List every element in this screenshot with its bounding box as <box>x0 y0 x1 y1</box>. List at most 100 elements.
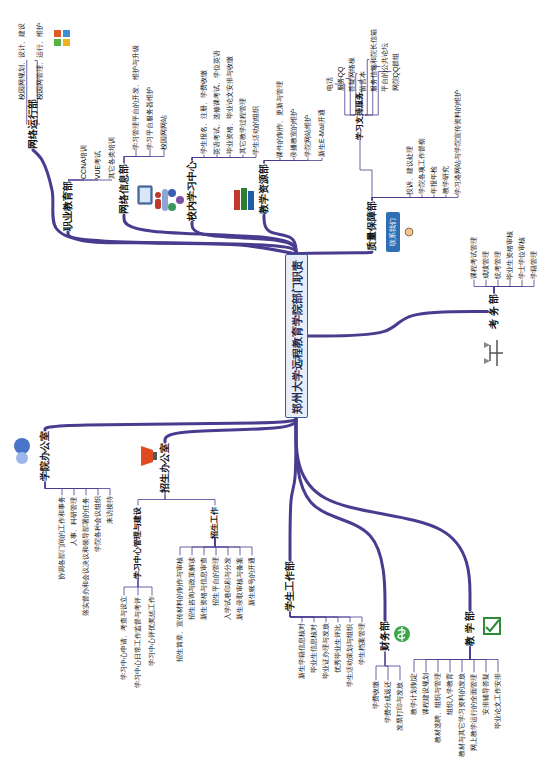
topic-item-text: 招生平台的管理 <box>212 556 220 605</box>
topic-item-text: 校园网管理、运行、维护 <box>36 22 44 99</box>
topic-item-text: 新生学籍信息核对 <box>298 623 306 679</box>
text-holder: 组织入学教育 <box>446 673 454 715</box>
branch-label-text: 网络运行部 <box>28 99 39 149</box>
branch-label-text: 招生办公室 <box>160 443 171 493</box>
topic-item: 学习中心申请、考查与设立 <box>119 595 129 681</box>
topic-item-text: 网院QQ群组 <box>392 52 400 91</box>
topic-item: 毕业证办理与发放 <box>321 622 331 680</box>
topic-line <box>192 539 215 555</box>
topic-item: 学籍管理 <box>529 250 539 280</box>
logo-block <box>54 39 61 46</box>
topic-item-text: 落实督办和会议决议和领导部署的任务 <box>82 496 90 615</box>
topic-line <box>450 647 470 672</box>
text-holder: 学习港网站与学院宣传资料的维护 <box>454 89 462 194</box>
text-holder: 新生账号的开通 <box>248 556 256 605</box>
text-holder: 网院QQ群组 <box>392 52 400 91</box>
topic-item: 学习港网站与学院宣传资料的维护 <box>453 88 463 195</box>
sub-branch-label-text: 招生工作 <box>210 506 219 538</box>
topic-item-text: 成绩管理 <box>482 251 490 279</box>
text-holder: 学生活动策划与组织 <box>346 623 354 686</box>
text-holder: 成绩管理 <box>482 251 490 279</box>
branch-label-text: 考 务 部 <box>489 294 500 329</box>
topic-item-text: 统考管理 <box>494 251 502 279</box>
topic-item-text: 电话 <box>326 77 334 91</box>
text-holder: 协调各部门间的工作和事务 <box>58 496 66 580</box>
topic-item: 毕业资格、毕业论文安排与收缴 <box>225 55 235 155</box>
sub-branch-label-text: 学习中心管理与建设 <box>133 506 142 578</box>
coin <box>394 626 410 642</box>
title-text: 郑州大学远程教育学院部门职责 <box>291 260 304 414</box>
text-holder: 答疑网络板 <box>348 56 356 91</box>
text-holder: 学士学位审核 <box>518 237 526 279</box>
topic-item: 投诉、建议处理 <box>405 144 415 195</box>
topic-item-text: 校园网网站 <box>160 114 168 149</box>
topic-item-text: 学习港网站与学院宣传资料的维护 <box>454 89 462 194</box>
topic-item-text: 优秀毕业生评比 <box>334 623 342 672</box>
text-holder: 新生学籍信息核对 <box>298 623 306 679</box>
branch-label: 教 学 部 <box>464 610 477 647</box>
topic-item-text: 人事、科研管理 <box>70 496 78 545</box>
icon-caption: 联系我们 <box>389 218 397 246</box>
money-icon <box>394 626 410 642</box>
topic-item-text: 招生简章、宣传材料的制作与审核 <box>176 556 184 661</box>
topic-item: 答疑网络板 <box>347 55 357 92</box>
text-holder: 学生活动的组织 <box>252 105 260 154</box>
topic-line <box>470 647 498 672</box>
topic-item: 其它各类培训 <box>107 136 117 180</box>
topic-item: 网院QQ群组 <box>391 51 401 92</box>
topic-item-text: 新生E-Mail开通 <box>318 109 326 157</box>
topic-line <box>180 539 215 555</box>
topic-item: 招生咨询与政策解读 <box>187 555 197 620</box>
text-holder: 校园网规划、设计、建设 <box>18 22 26 99</box>
branch-curve <box>296 418 385 620</box>
topic-line <box>385 652 400 680</box>
topic-item: CCNA培训 <box>79 144 89 180</box>
topic-item-text: 协调各部门间的工作和事务 <box>58 496 66 580</box>
text-holder: 录播教室的维护 <box>290 108 298 157</box>
text-holder: 学生档案管理 <box>358 623 366 665</box>
topic-item: 安排辅导答疑 <box>481 672 491 716</box>
text-holder: 投诉、建议处理 <box>406 145 414 194</box>
megaphone-cone <box>141 446 153 466</box>
branch-label-text: 教学资源部 <box>259 164 270 214</box>
megaphone-grip <box>153 452 157 460</box>
branch-label: 招生办公室 <box>159 442 172 494</box>
contact-icon <box>386 212 413 252</box>
topic-item-text: 学生活动策划与组织 <box>346 623 354 686</box>
text-holder: 服务信箱和院长信箱 <box>370 28 378 91</box>
text-holder: 新生E-Mail开通 <box>318 109 326 157</box>
text-holder: 学院各项工作督察 <box>418 138 426 194</box>
topic-item: 毕业生信息核对 <box>309 622 319 673</box>
branch-label-text: 网络信息部 <box>119 164 130 214</box>
text-holder: CCNA培训 <box>80 145 88 179</box>
topic-item: 新生录取审核与备案 <box>235 555 245 620</box>
text-holder: 教 学 部 <box>465 611 476 646</box>
topic-item-text: 学院网站维护 <box>304 115 312 157</box>
topic-item: 学院网站维护 <box>303 114 313 158</box>
book <box>248 191 254 210</box>
topic-item: 招生平台的管理 <box>211 555 221 606</box>
text-holder: 毕业论文工作安排 <box>494 673 502 729</box>
text-holder: 毕业生信息核对 <box>310 623 318 672</box>
topic-line <box>138 494 165 505</box>
branch-label: 教学资源部 <box>258 163 271 215</box>
text-holder: 学费收缴 <box>372 681 380 709</box>
topic-item-text: 教材与其它学习资料的发放 <box>458 673 466 757</box>
topic-item-text: 毕业生信息核对 <box>310 623 318 672</box>
text-holder: 新生录取审核与备案 <box>236 556 244 619</box>
contact-bar <box>386 212 400 252</box>
topic-item: 新生E-Mail开通 <box>317 108 327 158</box>
topic-line <box>462 647 470 672</box>
topic-item-text: 新生账号的开通 <box>248 556 256 605</box>
topic-item-text: 学习中心申请、考查与设立 <box>120 596 128 680</box>
topic-line <box>138 579 152 595</box>
text-holder: 学习中心日常工作监督与考评 <box>134 596 142 687</box>
topic-line <box>124 579 138 595</box>
scale-pan <box>484 342 490 364</box>
topic-item-text: 教学研究 <box>442 166 450 194</box>
topic-item: 入学试卷印刷与分发 <box>223 555 233 620</box>
topic-line <box>45 482 110 495</box>
topic-line <box>376 652 385 680</box>
topic-item: 人事、科研管理 <box>69 495 79 546</box>
